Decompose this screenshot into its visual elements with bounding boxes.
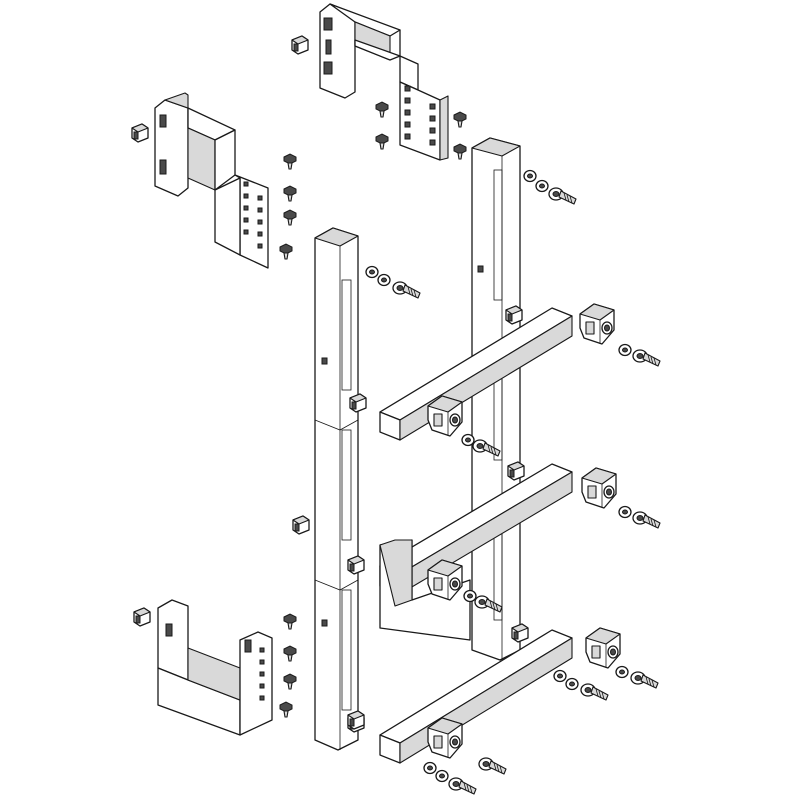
washer [423, 761, 437, 775]
washer [615, 665, 629, 679]
self-tapping-screw [283, 613, 297, 630]
washer [377, 273, 391, 287]
upper-angle-bracket-left [154, 92, 269, 269]
self-tapping-screw [283, 153, 297, 170]
hex-socket-screw [630, 671, 659, 689]
washer [365, 265, 379, 279]
cage-nut [292, 515, 310, 535]
cage-nut [133, 607, 151, 627]
clamp-block [581, 467, 617, 509]
washer [463, 589, 477, 603]
self-tapping-screw [279, 701, 293, 718]
washer [523, 169, 537, 183]
upper-angle-bracket-right [319, 3, 449, 161]
hex-socket-screw [448, 777, 477, 795]
front-vertical-rail [314, 227, 359, 751]
self-tapping-screw [283, 209, 297, 226]
clamp-block [579, 303, 615, 345]
clamp-block [427, 395, 463, 437]
bracket-holes [259, 647, 265, 701]
washer [618, 343, 632, 357]
lower-u-bracket [157, 599, 273, 736]
hex-socket-screw [548, 187, 577, 205]
self-tapping-screw [283, 673, 297, 690]
self-tapping-screw [283, 645, 297, 662]
clamp-block [427, 717, 463, 759]
bracket-holes [404, 85, 436, 146]
washer [461, 433, 475, 447]
self-tapping-screw [375, 133, 389, 150]
cage-nut [505, 305, 523, 325]
self-tapping-screw [375, 101, 389, 118]
clamp-block [585, 627, 621, 669]
mounting-plate [379, 539, 471, 641]
cage-nut [507, 461, 525, 481]
washer [565, 677, 579, 691]
rear-vertical-rail [471, 137, 521, 661]
hex-socket-screw [632, 349, 661, 367]
cage-nut [131, 123, 149, 143]
hex-socket-screw [478, 757, 507, 775]
self-tapping-screw [453, 143, 467, 160]
cage-nut [347, 555, 365, 575]
cage-nut [291, 35, 309, 55]
washer [535, 179, 549, 193]
washer [618, 505, 632, 519]
hex-socket-screw [580, 683, 609, 701]
self-tapping-screw [283, 185, 297, 202]
hex-socket-screw [632, 511, 661, 529]
hex-socket-screw [392, 281, 421, 299]
self-tapping-screw [279, 243, 293, 260]
washer [553, 669, 567, 683]
self-tapping-screw [453, 111, 467, 128]
cage-nut [349, 393, 367, 413]
cage-nut [347, 710, 365, 730]
washer [435, 769, 449, 783]
cage-nut [511, 623, 529, 643]
bracket-holes [243, 181, 263, 249]
